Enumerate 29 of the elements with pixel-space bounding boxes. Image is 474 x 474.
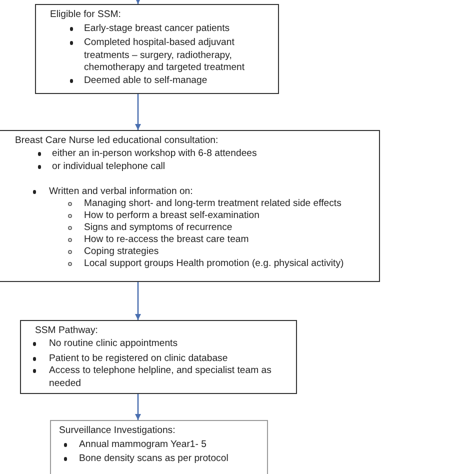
box-heading: SSM Pathway: [35,325,99,338]
bullet-item: or individual telephone call [38,161,352,174]
bullet-item: Annual mammogram Year1- 5 [64,439,264,452]
arrow [135,394,141,420]
sub-bullet-item: How to re-access the breast care team [68,234,379,247]
bullet-item: Deemed able to self-manage [70,75,274,88]
arrow [135,0,141,4]
sub-bullet-item: Coping strategies [68,246,379,259]
bullet-item: Access to telephone helpline, and specialist team as needed [33,365,284,390]
box-heading: Breast Care Nurse led educational consultation: [15,135,220,148]
bullet-item: Completed hospital-based adjuvant treatments – surgery, radiotherapy, chemotherapy and targeted treatment [70,37,269,75]
process-box [50,420,268,474]
sub-bullet-item: Managing short- and long-term treatment related side effects [68,198,379,211]
process-box [20,320,297,394]
arrow [135,282,141,320]
bullet-item: either an in-person workshop with 6-8 attendees [38,148,352,161]
bullet-item: No routine clinic appointments [33,338,289,351]
box-heading: Surveillance Investigations: [59,425,176,438]
box-heading: Eligible for SSM: [50,9,122,22]
sub-bullet-item: Signs and symptoms of recurrence [68,222,379,235]
sub-bullet-item: How to perform a breast self-examination [68,210,379,223]
bullet-item: Early-stage breast cancer patients [70,23,274,36]
process-box [35,4,279,94]
bullet-item: Bone density scans as per protocol [64,453,264,466]
bullet-item: Patient to be registered on clinic database [33,353,289,366]
sub-bullet-item: Local support groups Health promotion (e.g. physical activity) [68,258,379,271]
process-box [0,130,380,282]
bullet-item: Written and verbal information on: [33,186,349,199]
arrow [135,94,141,130]
